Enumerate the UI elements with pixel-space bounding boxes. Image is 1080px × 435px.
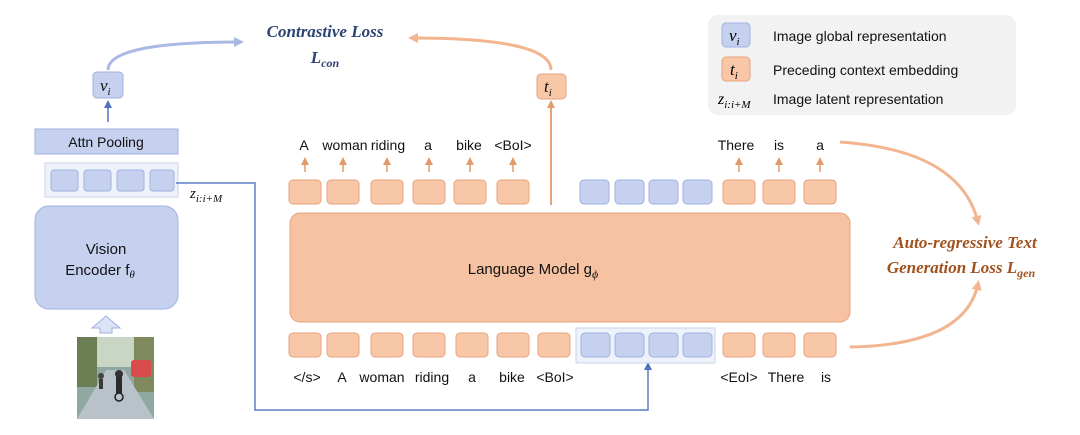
vi-token-label: vi xyxy=(100,76,111,98)
attn-pooling-label: Attn Pooling xyxy=(68,134,144,150)
input-token xyxy=(370,332,404,358)
input-token xyxy=(762,332,796,358)
input-token xyxy=(537,332,571,358)
output-token xyxy=(370,179,404,205)
legend-vi-text: Image global representation xyxy=(773,28,947,44)
ti-token-label: ti xyxy=(544,77,552,99)
ti-to-contrastive-arrow xyxy=(408,33,553,71)
output-token xyxy=(453,179,487,205)
z-latent-token xyxy=(116,169,145,192)
vision-encoder-box xyxy=(34,205,179,310)
input-token xyxy=(326,332,360,358)
legend-z-text: Image latent representation xyxy=(773,91,943,107)
input-token xyxy=(803,332,837,358)
input-image-token xyxy=(648,332,679,358)
ar-loss-title-line2: Generation Loss Lgen xyxy=(887,258,1036,280)
legend-ti-swatch xyxy=(721,56,751,82)
input-token-label: A xyxy=(337,369,347,385)
output-token-label: woman xyxy=(321,137,367,153)
input-token-label: <BoI> xyxy=(536,369,573,385)
legend-ti-symbol: ti xyxy=(730,60,738,82)
output-token xyxy=(722,179,756,205)
input-token-label: bike xyxy=(499,369,525,385)
input-token-label: is xyxy=(821,369,831,385)
vi-token xyxy=(92,71,124,99)
vi-to-contrastive-arrow xyxy=(106,37,244,71)
output-arrows xyxy=(301,157,824,172)
language-model-box xyxy=(289,212,851,323)
output-token-label: There xyxy=(718,137,755,153)
output-token-label: a xyxy=(816,137,824,153)
legend: vi Image global representation ti Preced… xyxy=(708,15,1016,115)
output-token xyxy=(326,179,360,205)
output-to-ar-loss-arrow xyxy=(839,140,982,226)
contrastive-loss-symbol: Lcon xyxy=(310,48,340,70)
input-token-label: woman xyxy=(358,369,404,385)
output-token xyxy=(762,179,796,205)
output-image-token xyxy=(614,179,645,205)
image-to-encoder-arrow xyxy=(90,315,122,334)
input-token-label: a xyxy=(468,369,476,385)
ar-loss-title-line1: Auto-regressive Text xyxy=(892,233,1038,252)
output-token-label: is xyxy=(774,137,784,153)
output-token-label: bike xyxy=(456,137,482,153)
z-latent-token xyxy=(50,169,79,192)
z-to-lm-input-connector xyxy=(176,182,652,411)
input-token xyxy=(412,332,446,358)
input-token-labels: </s> A woman riding a bike <BoI> <EoI> T… xyxy=(293,369,831,385)
input-image-token xyxy=(682,332,713,358)
output-token-labels: A woman riding a bike <BoI> There is a xyxy=(299,137,824,153)
input-image-token xyxy=(580,332,611,358)
contrastive-loss-title: Contrastive Loss xyxy=(267,22,384,41)
vision-encoder-label-line2: Encoder fθ xyxy=(65,262,135,281)
legend-vi-symbol: vi xyxy=(729,26,740,48)
z-latent-token xyxy=(83,169,112,192)
input-token-label: </s> xyxy=(293,369,320,385)
z-latent-token xyxy=(149,169,175,192)
output-token-row xyxy=(288,179,837,205)
legend-z-symbol: zi:i+M xyxy=(717,91,751,111)
input-image-token xyxy=(614,332,645,358)
output-token xyxy=(288,179,322,205)
legend-ti-text: Preceding context embedding xyxy=(773,62,958,78)
legend-vi-swatch xyxy=(721,22,751,48)
language-model-label: Language Model gϕ xyxy=(468,261,599,281)
legend-box xyxy=(708,15,1016,115)
output-token-label: a xyxy=(424,137,432,153)
output-token xyxy=(412,179,446,205)
ti-token xyxy=(536,73,567,100)
input-token xyxy=(288,332,322,358)
input-token-label: riding xyxy=(415,369,449,385)
output-image-token xyxy=(579,179,610,205)
input-token xyxy=(455,332,489,358)
output-image-token xyxy=(682,179,713,205)
z-latent-label: zi:i+M xyxy=(189,186,223,205)
output-token-label: <BoI> xyxy=(494,137,531,153)
output-token xyxy=(803,179,837,205)
output-image-token xyxy=(648,179,679,205)
output-token-label: A xyxy=(299,137,309,153)
vision-encoder-label-line1: Vision xyxy=(86,241,127,258)
input-token-label: <EoI> xyxy=(720,369,757,385)
output-token-label: riding xyxy=(371,137,405,153)
input-token xyxy=(496,332,530,358)
input-token-label: There xyxy=(768,369,805,385)
attn-pooling-box xyxy=(34,128,179,155)
input-token-row xyxy=(288,327,837,364)
output-token xyxy=(496,179,530,205)
input-token xyxy=(722,332,756,358)
input-to-ar-loss-arrow xyxy=(849,280,982,349)
input-image xyxy=(77,337,154,419)
